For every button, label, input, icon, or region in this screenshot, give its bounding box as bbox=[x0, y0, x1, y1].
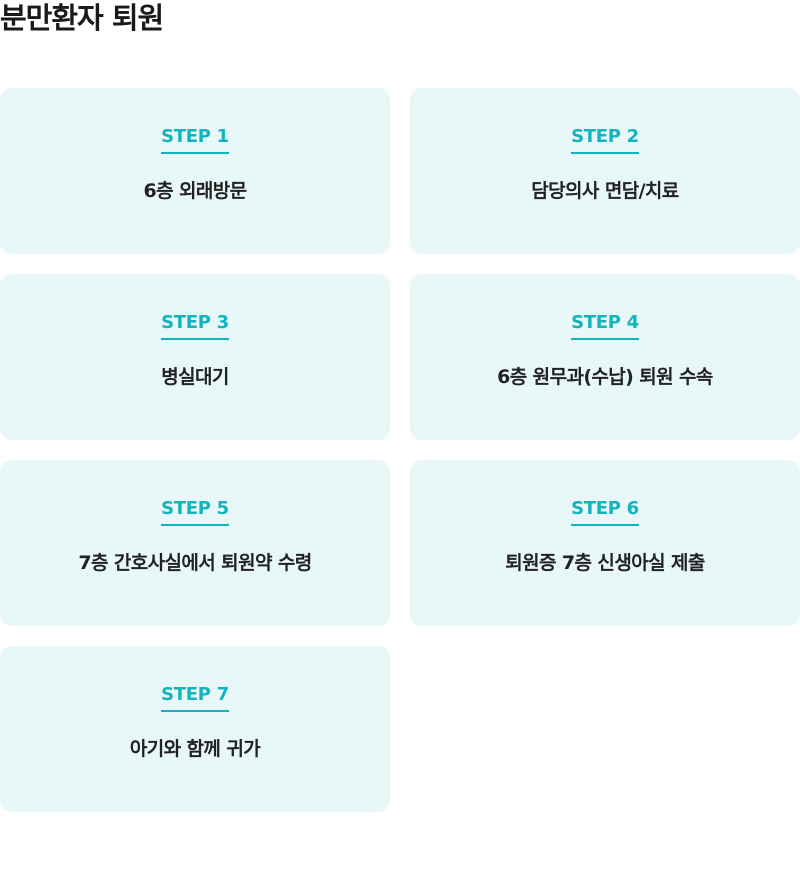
step-label: STEP 1 bbox=[161, 124, 229, 154]
step-label: STEP 5 bbox=[161, 496, 229, 526]
page-title: 분만환자 퇴원 bbox=[0, 1, 164, 35]
step-card-4: STEP 4 6층 원무과(수납) 퇴원 수속 bbox=[410, 274, 800, 440]
step-card-6: STEP 6 퇴원증 7층 신생아실 제출 bbox=[410, 460, 800, 626]
discharge-steps: STEP 1 6층 외래방문 STEP 2 담당의사 면담/치료 STEP 3 … bbox=[0, 88, 800, 812]
step-description: 7층 간호사실에서 퇴원약 수령 bbox=[78, 552, 312, 574]
step-card-3: STEP 3 병실대기 bbox=[0, 274, 390, 440]
step-card-5: STEP 5 7층 간호사실에서 퇴원약 수령 bbox=[0, 460, 390, 626]
step-label: STEP 6 bbox=[571, 496, 639, 526]
step-description: 퇴원증 7층 신생아실 제출 bbox=[505, 552, 705, 574]
step-label: STEP 7 bbox=[161, 682, 229, 712]
step-description: 아기와 함께 귀가 bbox=[129, 738, 261, 760]
step-description: 담당의사 면담/치료 bbox=[531, 180, 679, 202]
step-card-2: STEP 2 담당의사 면담/치료 bbox=[410, 88, 800, 254]
step-label: STEP 3 bbox=[161, 310, 229, 340]
step-description: 6층 원무과(수납) 퇴원 수속 bbox=[497, 366, 713, 388]
step-description: 6층 외래방문 bbox=[143, 180, 247, 202]
step-card-7: STEP 7 아기와 함께 귀가 bbox=[0, 646, 390, 812]
step-label: STEP 4 bbox=[571, 310, 639, 340]
step-card-1: STEP 1 6층 외래방문 bbox=[0, 88, 390, 254]
step-description: 병실대기 bbox=[161, 366, 229, 388]
step-label: STEP 2 bbox=[571, 124, 639, 154]
